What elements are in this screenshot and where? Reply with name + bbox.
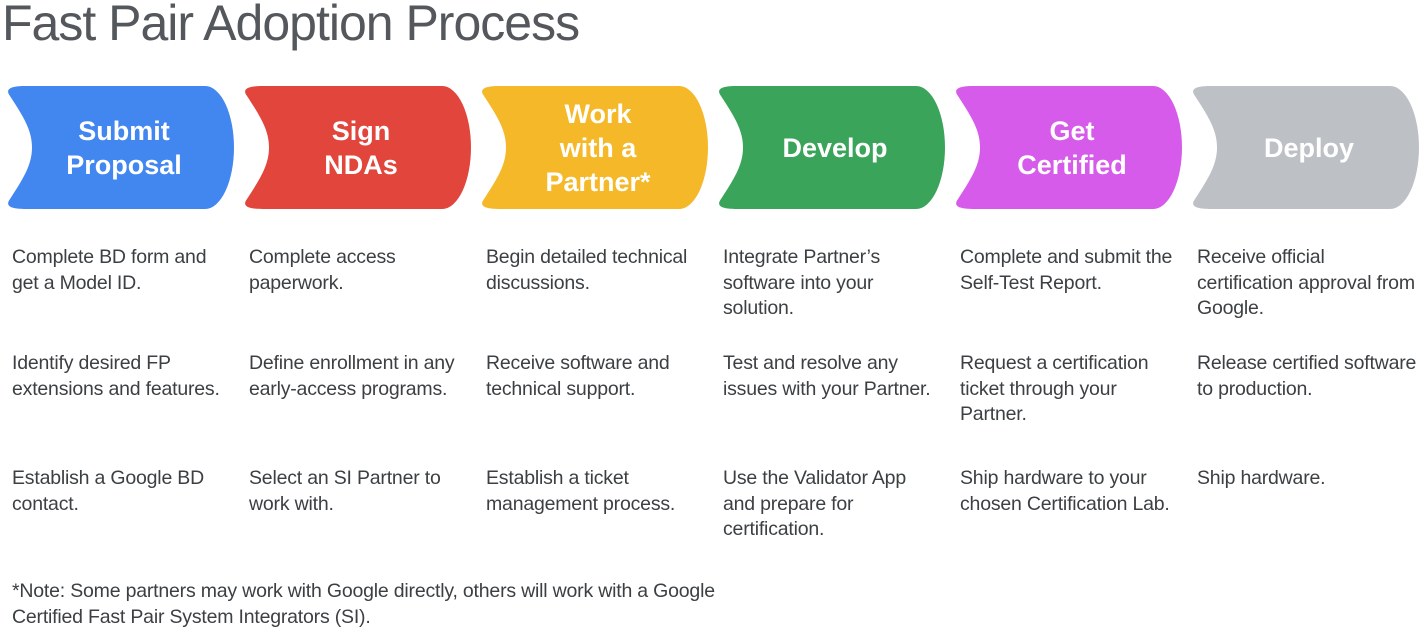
note: Ship hardware to your chosen Certificati… bbox=[960, 467, 1170, 515]
note: Complete BD form and get a Model ID. bbox=[12, 246, 207, 294]
note: Complete access paperwork. bbox=[249, 246, 396, 294]
stage-deploy: Deploy bbox=[1185, 86, 1419, 209]
note: Receive software and technical support. bbox=[486, 352, 670, 400]
stage-work-with-partner: Work with a Partner* bbox=[474, 86, 708, 209]
stage-ribbon-shape bbox=[8, 86, 234, 209]
note: Receive official certification approval … bbox=[1197, 246, 1415, 319]
note: Establish a Google BD contact. bbox=[12, 467, 204, 515]
note: Use the Validator App and prepare for ce… bbox=[723, 467, 906, 540]
note: Test and resolve any issues with your Pa… bbox=[723, 352, 931, 400]
stage-label: Work with a Partner* bbox=[545, 98, 651, 197]
notes-column-get-certified: Complete and submit the Self-Test Report… bbox=[960, 245, 1180, 565]
footnote: *Note: Some partners may work with Googl… bbox=[12, 580, 715, 628]
stage-submit-proposal: Submit Proposal bbox=[0, 86, 234, 209]
note: Ship hardware. bbox=[1197, 467, 1326, 489]
process-stage-band: Submit Proposal Sign NDAs Work with a Pa… bbox=[0, 86, 1423, 209]
stage-ribbon-shape bbox=[245, 86, 471, 209]
note: Integrate Partner’s software into your s… bbox=[723, 246, 880, 319]
stage-label: Deploy bbox=[1263, 132, 1355, 163]
note: Define enrollment in any early-access pr… bbox=[249, 352, 455, 400]
stage-label: Submit Proposal bbox=[66, 115, 182, 180]
stage-label: Sign NDAs bbox=[324, 115, 398, 180]
notes-column-submit-proposal: Complete BD form and get a Model ID. Ide… bbox=[12, 245, 232, 565]
stage-notes-band: Complete BD form and get a Model ID. Ide… bbox=[0, 245, 1423, 565]
note: Request a certification ticket through y… bbox=[960, 352, 1149, 425]
note: Identify desired FP extensions and featu… bbox=[12, 352, 220, 400]
stage-develop: Develop bbox=[711, 86, 945, 209]
note: Begin detailed technical discussions. bbox=[486, 246, 688, 294]
note: Select an SI Partner to work with. bbox=[249, 467, 441, 515]
stage-label: Get Certified bbox=[1017, 115, 1127, 180]
stage-ribbon-shape bbox=[956, 86, 1182, 209]
notes-column-sign-ndas: Complete access paperwork. Define enroll… bbox=[249, 245, 469, 565]
note: Establish a ticket management process. bbox=[486, 467, 676, 515]
note: Complete and submit the Self-Test Report… bbox=[960, 246, 1173, 294]
page-title: Fast Pair Adoption Process bbox=[2, 0, 580, 51]
stage-ribbon-shape bbox=[719, 86, 945, 209]
stage-ribbon-shape bbox=[1193, 86, 1419, 209]
note: Release certified software to production… bbox=[1197, 352, 1417, 400]
notes-column-deploy: Receive official certification approval … bbox=[1197, 245, 1417, 565]
notes-column-develop: Integrate Partner’s software into your s… bbox=[723, 245, 943, 565]
stage-get-certified: Get Certified bbox=[948, 86, 1182, 209]
stage-sign-ndas: Sign NDAs bbox=[237, 86, 471, 209]
notes-column-work-with-partner: Begin detailed technical discussions. Re… bbox=[486, 245, 706, 565]
stage-label: Develop bbox=[782, 132, 888, 163]
stage-ribbon-shape bbox=[482, 86, 708, 209]
